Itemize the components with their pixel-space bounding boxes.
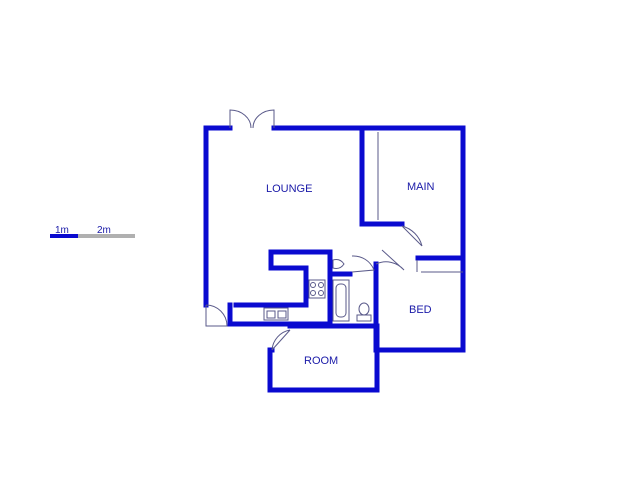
scale-label-1m: 1m: [55, 225, 69, 236]
bedroom-door: [375, 249, 405, 271]
wall-kitchen-counter: [227, 249, 333, 327]
room-label-main: MAIN: [407, 181, 435, 193]
bathtub-inner: [335, 283, 347, 318]
wall-lounge-left: [203, 125, 233, 308]
toilet-bowl: [358, 302, 370, 316]
lounge-entry-door: [205, 304, 228, 327]
scale-bar: 1m 2m: [50, 225, 135, 238]
main-bedroom-door: [401, 225, 423, 247]
stove-burner: [318, 290, 324, 296]
stove-burner: [318, 282, 324, 288]
detail-lines: [263, 132, 463, 322]
stove-burner: [310, 282, 316, 288]
toilet-tank: [356, 314, 372, 322]
wall-top: [271, 125, 466, 353]
bathtub: [332, 279, 350, 322]
room-label-bed: BED: [409, 304, 432, 316]
stove-burner: [310, 290, 316, 296]
walls: [203, 125, 466, 393]
bathroom-door: [351, 255, 375, 273]
room-label-lounge: LOUNGE: [266, 183, 312, 195]
wall-room: [267, 323, 380, 393]
basin: [332, 259, 345, 269]
wall-lounge-main: [359, 125, 405, 227]
kitchen-sink-bowl: [277, 310, 287, 319]
stove: [308, 279, 326, 299]
kitchen-sink-bowl: [266, 310, 276, 319]
room-label-room: ROOM: [304, 355, 338, 367]
front-double-door: [229, 109, 275, 129]
kitchen-sink: [263, 307, 289, 321]
doors: [205, 109, 423, 351]
room-door: [271, 329, 291, 351]
scale-label-2m: 2m: [97, 225, 111, 236]
